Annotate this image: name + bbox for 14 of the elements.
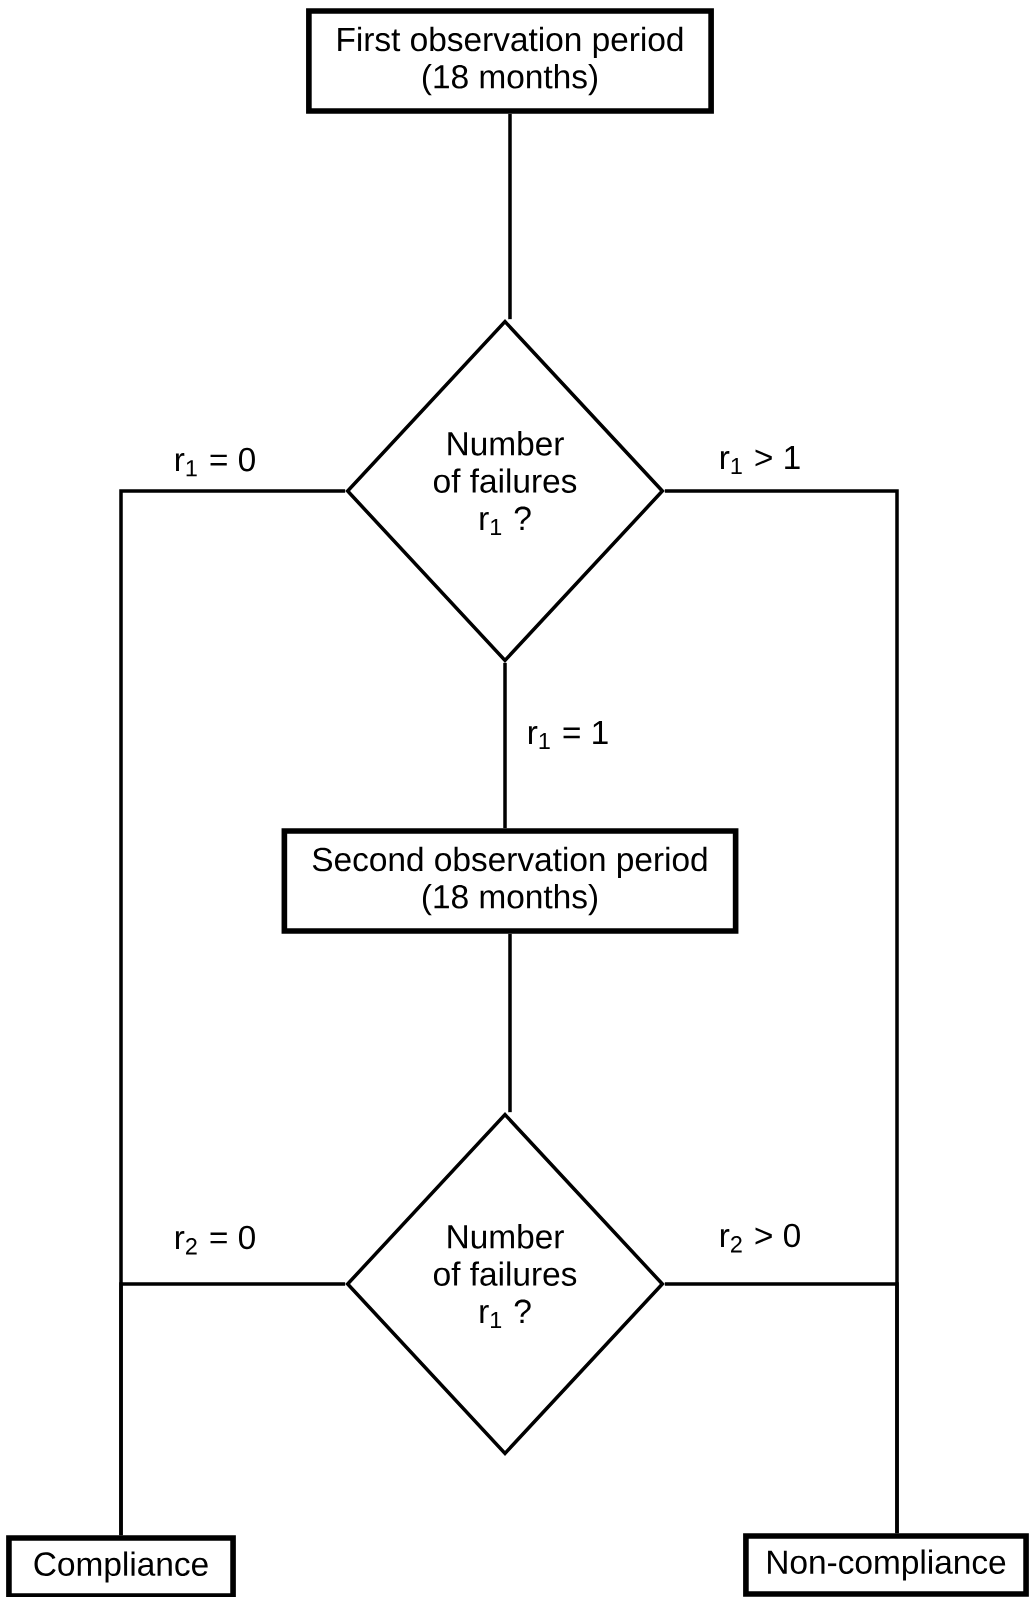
process-box: First observation period (18 months) xyxy=(306,8,714,114)
edge-label: r$_{1}$ = 1 xyxy=(519,713,617,757)
edge-label: r$_{1}$ > 1 xyxy=(711,438,809,482)
process-box: Non-compliance xyxy=(743,1533,1029,1597)
connector-line xyxy=(664,1282,899,1534)
edge-label: r$_{2}$ > 0 xyxy=(711,1216,809,1260)
connector-line xyxy=(508,113,512,320)
process-box: Second observation period (18 months) xyxy=(281,828,739,934)
edge-label: r$_{2}$ = 0 xyxy=(166,1218,264,1262)
connector-line xyxy=(503,662,507,829)
process-box: Compliance xyxy=(6,1535,236,1597)
edge-label: r$_{1}$ = 0 xyxy=(166,440,264,484)
connector-line xyxy=(508,933,512,1113)
connector-line xyxy=(119,1282,346,1536)
